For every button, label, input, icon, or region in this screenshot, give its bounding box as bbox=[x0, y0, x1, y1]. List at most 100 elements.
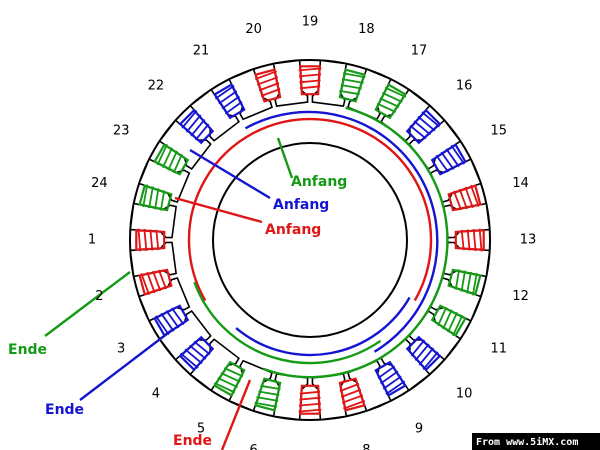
coil-side bbox=[178, 108, 215, 145]
slot-label: 2 bbox=[95, 289, 103, 304]
coil-group-red bbox=[254, 65, 322, 103]
coil-side bbox=[447, 268, 482, 296]
coil-turn bbox=[466, 271, 472, 294]
coil-turn bbox=[142, 184, 149, 208]
coil-side bbox=[299, 384, 321, 415]
coil-side bbox=[254, 68, 282, 103]
coil-turn bbox=[258, 390, 280, 396]
coil-turn bbox=[417, 115, 436, 132]
coil-turn bbox=[185, 114, 202, 133]
anfang-red-lead bbox=[174, 196, 263, 224]
coil-turn bbox=[218, 90, 238, 105]
slot-label: 14 bbox=[512, 176, 529, 191]
coil-windings bbox=[135, 65, 485, 415]
green-phase-link bbox=[262, 106, 449, 379]
coil-side bbox=[374, 360, 407, 397]
connection-wires bbox=[44, 106, 449, 450]
coil-turn bbox=[340, 388, 362, 398]
coil-turn bbox=[160, 312, 175, 332]
ende-blue-label: Ende bbox=[45, 402, 84, 418]
coil-turn bbox=[152, 270, 162, 292]
coil-turn bbox=[213, 382, 236, 394]
coil-turn bbox=[180, 352, 199, 369]
red-phase-link bbox=[187, 117, 433, 302]
coil-turn bbox=[382, 375, 402, 390]
coil-turn bbox=[442, 309, 453, 330]
coil-turn bbox=[224, 101, 243, 115]
coil-turn bbox=[343, 400, 366, 410]
coil-side bbox=[447, 184, 482, 212]
coil-group-green bbox=[213, 360, 282, 412]
coil-turn bbox=[299, 396, 321, 401]
coil-turn bbox=[341, 78, 364, 84]
coil-turn bbox=[422, 351, 439, 370]
coil-turn bbox=[158, 269, 167, 290]
coil-side bbox=[254, 377, 282, 412]
coil-turn bbox=[167, 150, 178, 171]
slot-label: 11 bbox=[491, 342, 508, 357]
coil-turn bbox=[220, 372, 241, 383]
coil-turn bbox=[410, 339, 426, 357]
coil-side bbox=[338, 377, 366, 412]
coil-turn bbox=[472, 229, 477, 252]
anfang-blue-label: Anfang bbox=[273, 197, 329, 213]
coil-side bbox=[299, 65, 321, 96]
slot-label: 10 bbox=[456, 387, 473, 402]
coil-turn bbox=[342, 72, 366, 79]
blue-phase-link-lower bbox=[235, 296, 411, 357]
coil-turn bbox=[377, 365, 396, 379]
rotor-bore bbox=[212, 142, 408, 338]
coil-turn bbox=[258, 82, 280, 92]
slot-label: 13 bbox=[520, 233, 537, 248]
coil-turn bbox=[299, 390, 321, 395]
slot-labels: 123456789101112131415161718192021222324 bbox=[88, 15, 536, 450]
coil-turn bbox=[435, 154, 449, 173]
coil-turn bbox=[140, 273, 150, 296]
slot-label: 5 bbox=[197, 421, 205, 436]
slot-label: 21 bbox=[193, 44, 210, 59]
coil-turn bbox=[217, 377, 238, 389]
anfang-blue-lead bbox=[189, 148, 271, 200]
coil-turn bbox=[440, 151, 455, 170]
slot-label: 6 bbox=[249, 443, 257, 450]
coil-turn bbox=[137, 228, 142, 252]
coil-turn bbox=[223, 367, 244, 378]
coil-turn bbox=[470, 184, 480, 207]
coil-turn bbox=[379, 97, 400, 108]
coil-side bbox=[430, 143, 467, 176]
coil-turn bbox=[190, 119, 206, 137]
coil-turn bbox=[299, 79, 321, 84]
coil-side bbox=[213, 83, 246, 120]
coil-side bbox=[338, 68, 366, 103]
slot-label: 18 bbox=[358, 22, 375, 37]
coil-turn bbox=[380, 370, 399, 385]
coil-turn bbox=[460, 270, 466, 292]
coil-group-red bbox=[135, 228, 173, 296]
slot-label: 19 bbox=[302, 15, 319, 30]
coil-side bbox=[138, 268, 173, 296]
coil-turn bbox=[458, 188, 468, 210]
ende-green-label: Ende bbox=[8, 342, 47, 358]
coil-turn bbox=[466, 229, 471, 251]
ende-red-label: Ende bbox=[173, 433, 212, 449]
coil-side bbox=[454, 229, 485, 251]
slot-label: 9 bbox=[415, 421, 423, 436]
coil-turn bbox=[298, 67, 322, 72]
coil-turn bbox=[155, 229, 160, 251]
coil-turn bbox=[413, 120, 431, 136]
watermark-text: From www.5iMX.com bbox=[476, 436, 578, 448]
coil-group-blue bbox=[153, 304, 215, 372]
coil-turn bbox=[341, 394, 364, 404]
slot-label: 24 bbox=[91, 176, 108, 191]
coil-turn bbox=[339, 383, 360, 392]
coil-turn bbox=[385, 380, 406, 396]
coil-group-green bbox=[138, 143, 190, 212]
ende-red-lead bbox=[220, 379, 252, 450]
coil-turn bbox=[181, 110, 198, 129]
coil-turn bbox=[453, 190, 462, 211]
coil-group-blue bbox=[178, 83, 246, 145]
coil-turn bbox=[299, 85, 321, 90]
coil-side bbox=[213, 360, 246, 397]
slot-label: 16 bbox=[456, 78, 473, 93]
slot-label: 1 bbox=[88, 233, 96, 248]
